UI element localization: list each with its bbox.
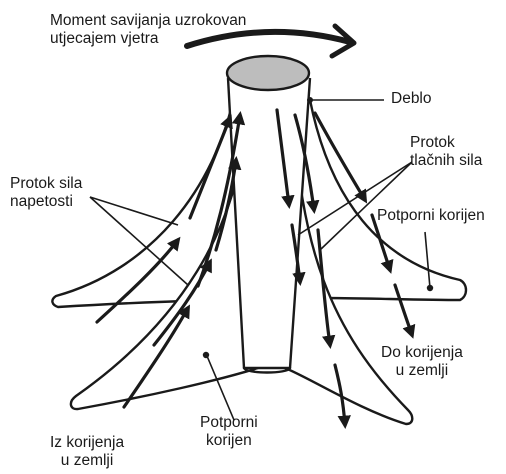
stump-top-cut [227, 56, 309, 90]
bending-moment-label: Moment savijanja uzrokovan utjecajem vje… [50, 12, 246, 48]
buttress-root-bottom-label: Potporni korijen [200, 414, 258, 450]
trunk-label: Deblo [391, 90, 432, 108]
to-roots-label: Do korijenja u zemlji [381, 344, 463, 380]
buttress-root-right-label: Potporni korijen [377, 207, 485, 225]
compression-flow-label: Protok tlačnih sila [410, 134, 482, 170]
from-roots-label: Iz korijenja u zemlji [50, 434, 124, 470]
tension-flow-label: Protok sila napetosti [10, 175, 82, 211]
